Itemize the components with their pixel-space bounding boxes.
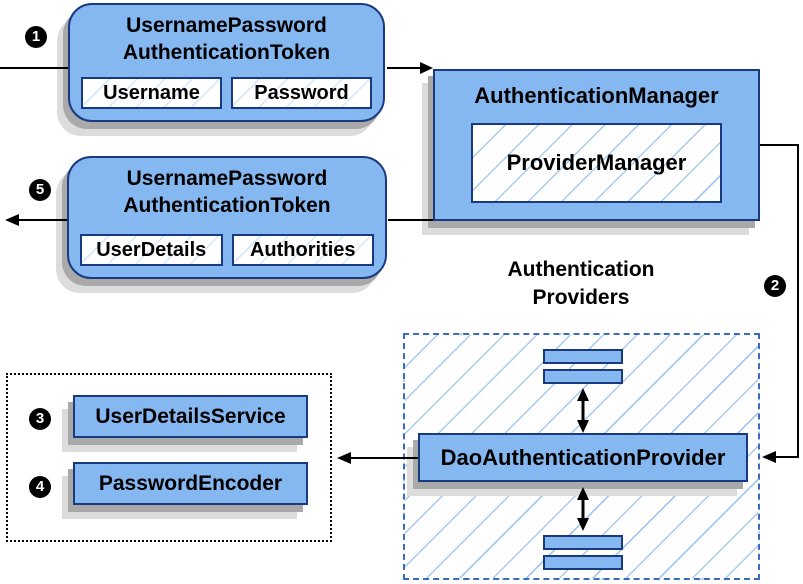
field-username: Username [81, 77, 222, 109]
arrow-token-to-manager [387, 62, 433, 74]
step-badge-3: 3 [29, 408, 51, 430]
provider-slot-bar [543, 535, 623, 550]
step-badge-2: 2 [764, 275, 786, 297]
authentication-manager-title: AuthenticationManager [474, 83, 719, 108]
request-token-title: UsernamePassword AuthenticationToken [70, 12, 383, 66]
dao-authentication-provider-label: DaoAuthenticationProvider [440, 444, 726, 470]
step-badge-5: 5 [29, 179, 51, 201]
response-token-node: UsernamePassword AuthenticationToken Use… [67, 156, 387, 279]
request-token-title-line1: UsernamePassword [126, 14, 327, 37]
providers-heading-line1: Authentication [507, 258, 655, 281]
step-badge-1: 1 [25, 26, 47, 48]
provider-manager-box: ProviderManager [471, 123, 722, 203]
field-authorities: Authorities [231, 234, 374, 266]
authentication-manager-node: AuthenticationManager ProviderManager [433, 69, 760, 221]
password-encoder-label: PasswordEncoder [98, 471, 283, 495]
request-token-fields: Username Password [81, 77, 372, 109]
providers-heading-line2: Providers [532, 286, 630, 309]
provider-manager-label: ProviderManager [506, 150, 687, 175]
request-token-node: UsernamePassword AuthenticationToken Use… [68, 3, 385, 122]
response-token-title: UsernamePassword AuthenticationToken [69, 165, 385, 219]
user-details-service-node: UserDetailsService [73, 395, 308, 438]
dao-authentication-provider-node: DaoAuthenticationProvider [418, 433, 748, 482]
response-token-title-line2: AuthenticationToken [123, 194, 331, 217]
providers-heading: Authentication Providers [456, 256, 706, 312]
step-badge-4: 4 [29, 476, 51, 498]
provider-slot-bar [543, 555, 623, 570]
field-password: Password [231, 77, 372, 109]
field-userdetails: UserDetails [80, 234, 223, 266]
arrow-response-outgoing [5, 214, 67, 226]
arrow-manager-to-provider [760, 144, 799, 463]
user-details-service-label: UserDetailsService [95, 404, 286, 428]
request-token-title-line2: AuthenticationToken [122, 41, 331, 64]
provider-slot-bar [543, 369, 623, 384]
response-token-title-line1: UsernamePassword [126, 167, 328, 190]
provider-slot-bar [543, 349, 623, 364]
response-token-fields: UserDetails Authorities [80, 234, 374, 266]
password-encoder-node: PasswordEncoder [73, 462, 308, 505]
